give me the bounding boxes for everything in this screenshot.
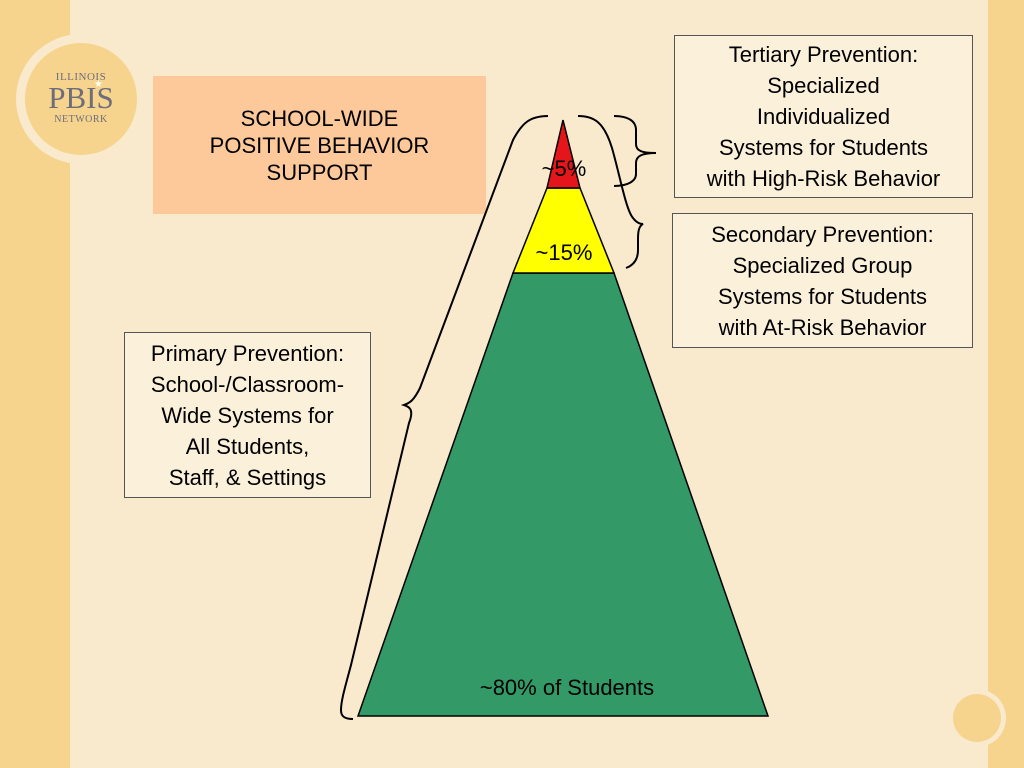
callout-line: Systems for Students <box>717 283 928 309</box>
tertiary-percent-label: ~5% <box>542 156 587 181</box>
primary-brace <box>339 115 549 720</box>
logo-circle <box>25 43 137 155</box>
callout-line: Tertiary Prevention: <box>728 42 919 67</box>
tertiary-prevention-callout: Tertiary Prevention: Specialized Individ… <box>674 35 973 198</box>
right-decorative-band <box>988 0 1024 768</box>
secondary-brace <box>577 115 644 269</box>
callout-line: Staff, & Settings <box>168 464 327 490</box>
logo-bottom-text: NETWORK <box>54 114 108 125</box>
title-line: SCHOOL-WIDE <box>240 105 399 131</box>
callout-line: Individualized <box>756 104 891 129</box>
title-line: SUPPORT <box>266 159 373 185</box>
corner-decorative-circle <box>948 689 1006 747</box>
illinois-pbis-logo: ILLINOIS PBIS ★ NETWORK <box>16 34 146 164</box>
title-line: POSITIVE BEHAVIOR <box>209 132 430 158</box>
tertiary-brace <box>613 115 657 187</box>
logo-top-text: ILLINOIS <box>55 71 107 83</box>
slide-title-box: SCHOOL-WIDE POSITIVE BEHAVIOR SUPPORT <box>153 76 486 214</box>
callout-line: School-/Classroom- <box>150 371 345 397</box>
star-icon: ★ <box>94 79 103 90</box>
callout-line: Primary Prevention: <box>150 340 345 366</box>
secondary-percent-label: ~15% <box>536 240 593 265</box>
callout-line: with High-Risk Behavior <box>706 166 941 191</box>
callout-line: Specialized <box>767 73 880 98</box>
callout-line: All Students, <box>185 433 310 459</box>
primary-prevention-callout: Primary Prevention: School-/Classroom- W… <box>124 332 371 498</box>
secondary-prevention-callout: Secondary Prevention: Specialized Group … <box>672 213 973 348</box>
callout-line: Wide Systems for <box>161 402 334 428</box>
callout-line: Secondary Prevention: <box>711 221 934 247</box>
callout-line: with At-Risk Behavior <box>718 314 927 340</box>
callout-line: Systems for Students <box>718 135 929 160</box>
corner-decorative-circle-inner <box>953 694 1001 742</box>
callout-line: Specialized Group <box>732 252 913 278</box>
tertiary-tier <box>546 119 581 189</box>
primary-percent-label: ~80% of Students <box>480 675 654 700</box>
logo-main-text: PBIS <box>48 80 114 115</box>
